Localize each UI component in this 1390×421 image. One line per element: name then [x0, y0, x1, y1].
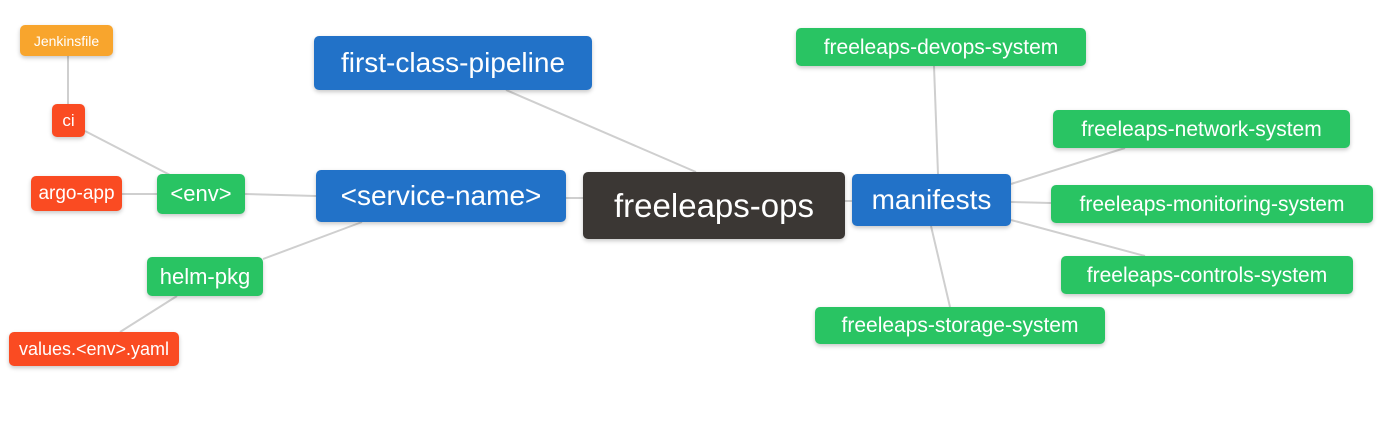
node-service-name[interactable]: <service-name> — [316, 170, 566, 222]
edge-first-class-pipeline-to-freeleaps-ops — [505, 89, 697, 173]
node-controls-system[interactable]: freeleaps-controls-system — [1061, 256, 1353, 294]
node-first-class-pipeline[interactable]: first-class-pipeline — [314, 36, 592, 90]
node-helm-pkg[interactable]: helm-pkg — [147, 257, 263, 296]
edge-values-env-yaml-to-helm-pkg — [119, 295, 178, 333]
node-storage-system[interactable]: freeleaps-storage-system — [815, 307, 1105, 344]
node-argo-app[interactable]: argo-app — [31, 176, 122, 211]
edge-manifests-to-monitoring-system — [1010, 201, 1052, 204]
node-jenkinsfile[interactable]: Jenkinsfile — [20, 25, 113, 56]
edge-ci-to-env — [84, 130, 173, 177]
edge-helm-pkg-to-service-name — [262, 221, 363, 260]
edge-env-to-service-name — [244, 193, 317, 197]
edge-manifests-to-network-system — [1010, 147, 1126, 185]
node-env[interactable]: <env> — [157, 174, 245, 214]
edge-manifests-to-controls-system — [1010, 219, 1146, 257]
node-manifests[interactable]: manifests — [852, 174, 1011, 226]
node-monitoring-system[interactable]: freeleaps-monitoring-system — [1051, 185, 1373, 223]
edge-manifests-to-storage-system — [930, 225, 951, 308]
edge-manifests-to-devops-system — [933, 65, 939, 175]
node-network-system[interactable]: freeleaps-network-system — [1053, 110, 1350, 148]
node-freeleaps-ops[interactable]: freeleaps-ops — [583, 172, 845, 239]
node-devops-system[interactable]: freeleaps-devops-system — [796, 28, 1086, 66]
node-values-env-yaml[interactable]: values.<env>.yaml — [9, 332, 179, 366]
node-ci[interactable]: ci — [52, 104, 85, 137]
